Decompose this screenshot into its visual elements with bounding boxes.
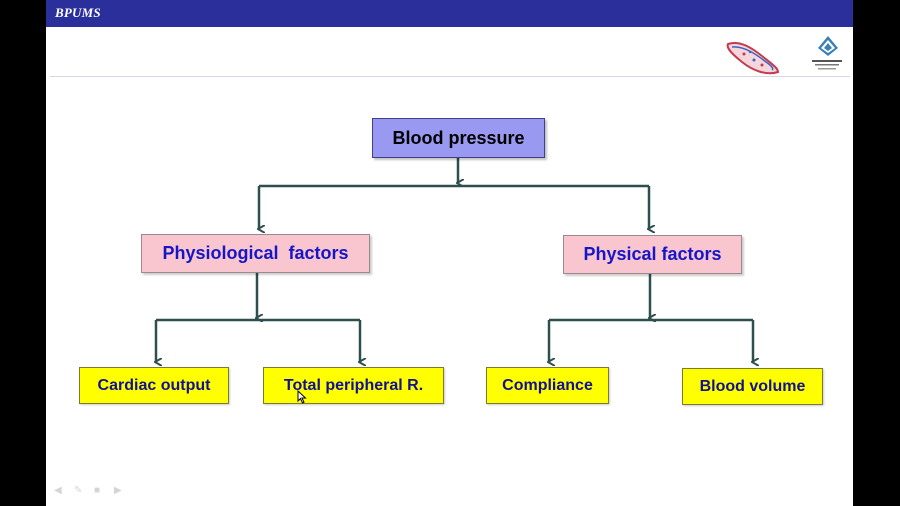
slideshow-toolbar[interactable]: ◀ ✎ ■ ▶ <box>54 486 126 496</box>
node-physical-factors: Physical factors <box>563 235 742 274</box>
node-total-peripheral-resistance: Total peripheral R. <box>263 367 444 404</box>
next-slide-icon[interactable]: ▶ <box>114 485 122 496</box>
header-title: BPUMS <box>55 5 101 20</box>
node-cardiac-output: Cardiac output <box>79 367 229 404</box>
node-blood-pressure: Blood pressure <box>372 118 545 158</box>
node-physiological-factors: Physiological factors <box>141 234 370 273</box>
header-bar: BPUMS <box>46 0 853 27</box>
mouse-cursor-icon <box>297 390 307 404</box>
connector-lines <box>46 158 853 506</box>
header-divider <box>50 76 850 77</box>
previous-slide-icon[interactable]: ◀ <box>54 485 62 496</box>
university-logo-icon <box>812 36 842 70</box>
node-compliance: Compliance <box>486 367 609 404</box>
pen-icon[interactable]: ✎ <box>74 485 83 496</box>
slide: BPUMS <box>46 0 853 506</box>
heart-logo-icon <box>726 42 780 75</box>
menu-icon[interactable]: ■ <box>94 485 101 496</box>
node-blood-volume: Blood volume <box>682 368 823 405</box>
